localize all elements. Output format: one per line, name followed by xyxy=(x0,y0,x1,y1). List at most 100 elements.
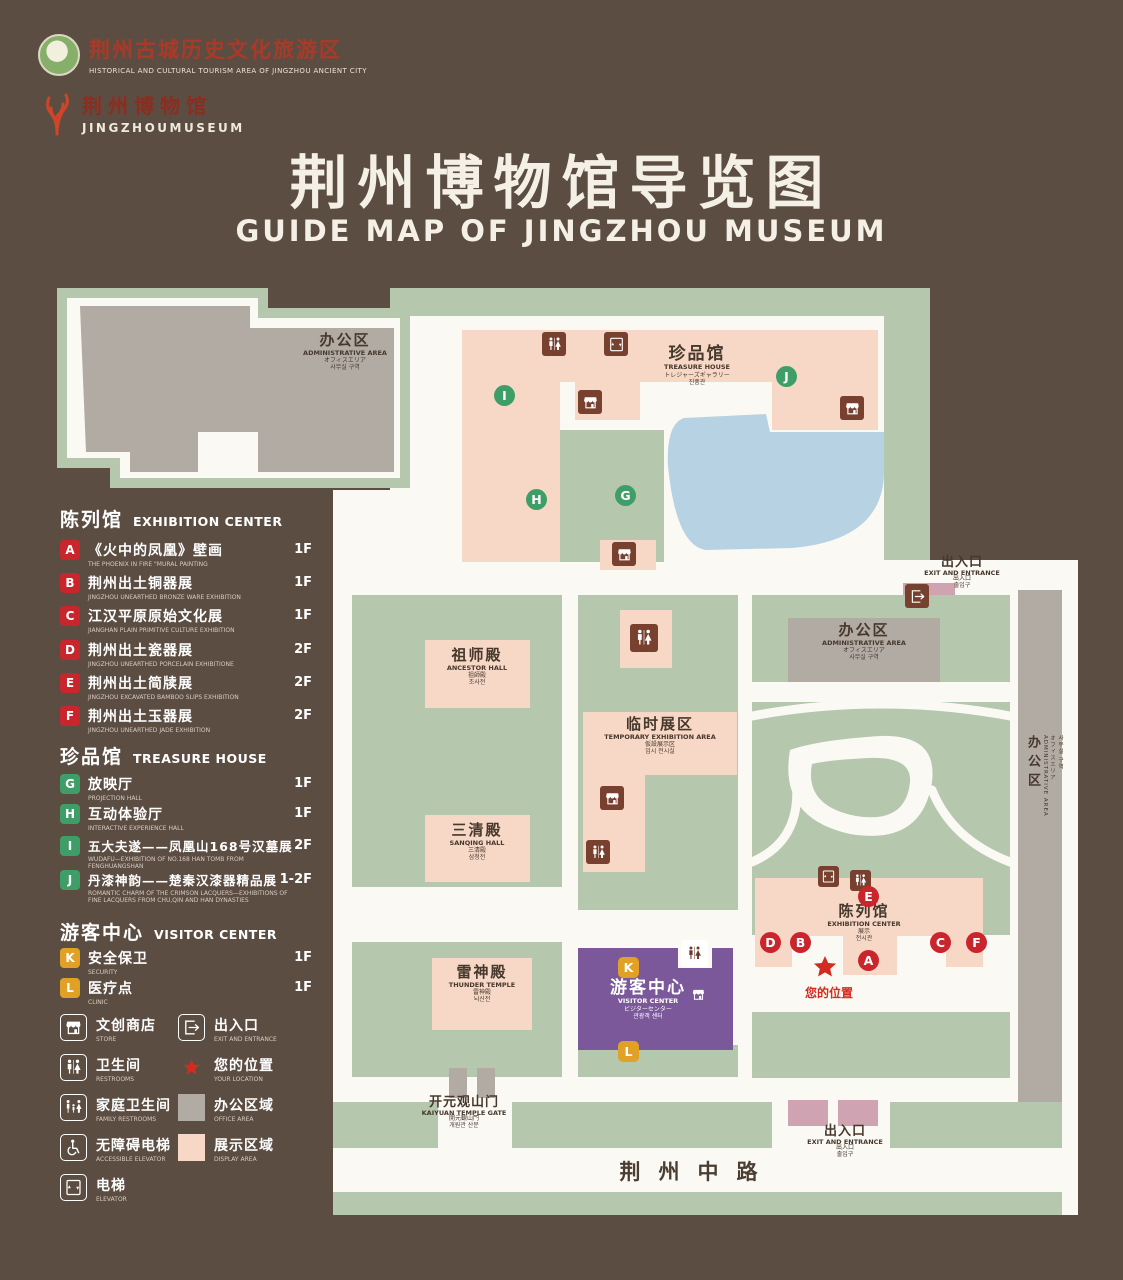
store-icon xyxy=(60,1014,87,1041)
family-restroom-icon xyxy=(60,1094,87,1121)
floor-label: 1F xyxy=(294,575,312,590)
restroom-icon xyxy=(542,332,566,356)
legend-badge-b: B xyxy=(60,573,80,593)
store-icon xyxy=(600,786,624,810)
legend-badge-c: C xyxy=(60,606,80,626)
building-label-sanqing-hall: 三清殿 SANQING HALL 三清殿 삼청전 xyxy=(449,821,505,862)
map-marker-l: L xyxy=(618,1041,639,1062)
tourism-area-logo-caption: HISTORICAL AND CULTURAL TOURISM AREA OF … xyxy=(89,67,367,75)
office-area-swatch xyxy=(178,1094,205,1121)
legend-badge-d: D xyxy=(60,640,80,660)
building-label-treasure-house: 珍品馆 TREASURE HOUSE トレジャーズギャラリー 진품관 xyxy=(664,344,730,386)
floor-label: 1F xyxy=(294,950,312,965)
legend-badge-g: G xyxy=(60,774,80,794)
your-location-star-icon xyxy=(812,954,838,984)
map-marker-e: E xyxy=(858,886,879,907)
exit-label-south: 出入口 EXIT AND ENTRANCE 出入口 출입구 xyxy=(807,1124,883,1158)
building-label-thunder-temple: 雷神殿 THUNDER TEMPLE 雷神殿 뇌신전 xyxy=(448,963,516,1004)
museum-logo-antler-icon xyxy=(46,93,69,136)
floor-label: 1F xyxy=(294,806,312,821)
your-location-label: 您的位置 xyxy=(804,986,854,1000)
elevator-icon xyxy=(60,1174,87,1201)
building-label-admin-top-left: 办公区 ADMINISTRATIVE AREA オフィスエリア 사무실 구역 xyxy=(303,331,387,372)
floor-label: 1F xyxy=(294,776,312,791)
entrance-icon xyxy=(178,1014,205,1041)
display-area-swatch xyxy=(178,1134,205,1161)
map-marker-g: G xyxy=(615,485,636,506)
restroom-icon xyxy=(850,870,871,891)
legend-badge-f: F xyxy=(60,706,80,726)
floor-label: 1F xyxy=(294,980,312,995)
museum-logo: 荆州博物馆 JINGZHOUMUSEUM xyxy=(42,90,245,136)
legend-badge-h: H xyxy=(60,804,80,824)
legend-badge-j: J xyxy=(60,870,80,890)
gate-label-kaiyuan: 开元观山门 KAIYUAN TEMPLE GATE 開元観山門 개원관 산문 xyxy=(421,1095,507,1129)
entrance-icon xyxy=(905,584,929,608)
map-marker-i: I xyxy=(494,385,515,406)
floor-label: 1-2F xyxy=(279,872,312,887)
elevator-icon xyxy=(604,332,628,356)
building-label-admin-right: 办公区 ADMINISTRATIVE AREA オフィスエリア 사무실 구역 xyxy=(822,621,906,662)
restroom-icon xyxy=(586,840,610,864)
road-label: 荆州中路 xyxy=(619,1160,776,1184)
floor-label: 2F xyxy=(294,838,312,853)
floor-label: 1F xyxy=(294,608,312,623)
map-marker-j: J xyxy=(776,366,797,387)
tourism-area-logo-emblem-icon xyxy=(38,34,80,76)
map-marker-d: D xyxy=(760,932,781,953)
floor-label: 2F xyxy=(294,675,312,690)
floor-label: 2F xyxy=(294,708,312,723)
elevator-icon xyxy=(818,866,839,887)
page-title: 荆州博物馆导览图 xyxy=(289,149,834,217)
map-marker-a: A xyxy=(858,950,879,971)
accessible-elevator-icon xyxy=(60,1134,87,1161)
restroom-icon xyxy=(630,624,658,652)
map-marker-h: H xyxy=(526,489,547,510)
restroom-icon xyxy=(681,940,708,967)
restroom-icon xyxy=(60,1054,87,1081)
map-marker-f: F xyxy=(966,932,987,953)
store-icon xyxy=(688,984,709,1005)
page-subtitle: GUIDE MAP OF JINGZHOU MUSEUM xyxy=(235,214,888,248)
map-marker-k: K xyxy=(618,957,639,978)
legend-badge-k: K xyxy=(60,948,80,968)
your-location-star-icon xyxy=(178,1054,205,1081)
store-icon xyxy=(612,542,636,566)
building-label-visitor-center: 游客中心 VISITOR CENTER ビジターセンター 관광객 센터 xyxy=(610,978,686,1020)
museum-logo-caption: JINGZHOUMUSEUM xyxy=(82,121,245,135)
map-marker-c: C xyxy=(930,932,951,953)
museum-logo-title: 荆州博物馆 xyxy=(82,94,212,118)
building-label-ancestor-hall: 祖师殿 ANCESTOR HALL 祖師殿 조사전 xyxy=(446,646,508,687)
store-icon xyxy=(840,396,864,420)
tourism-area-logo-title: 荆州古城历史文化旅游区 xyxy=(89,38,342,62)
building-label-temporary-exhibition: 临时展区 TEMPORARY EXHIBITION AREA 仮設展示区 임시 … xyxy=(604,715,716,756)
legend-badge-a: A xyxy=(60,540,80,560)
floor-label: 2F xyxy=(294,642,312,657)
building-label-admin-east-wing: 办公区 ADMINISTRATIVE AREA オフィスエリア 사무실 구역 xyxy=(1025,735,1063,817)
map-marker-b: B xyxy=(790,932,811,953)
